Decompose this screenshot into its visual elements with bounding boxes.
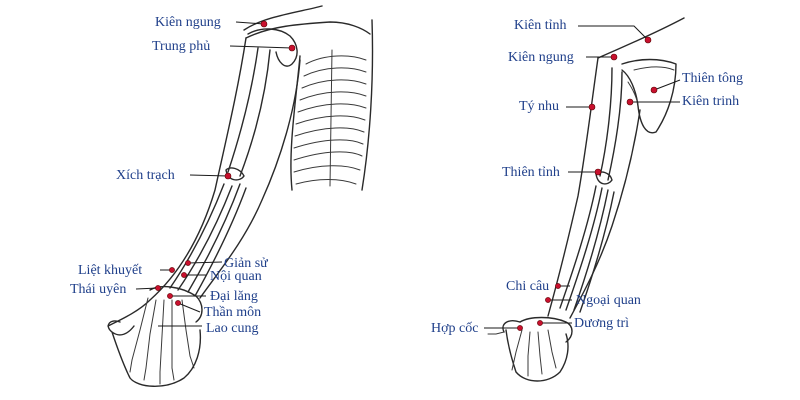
point-kien-ngung-left [260, 20, 268, 28]
point-thien-tong [650, 86, 658, 94]
left-ribcage [290, 19, 374, 191]
point-kien-ngung-right [610, 53, 618, 61]
left-shoulder-joint [247, 28, 298, 67]
label-kien-tinh: Kiên tỉnh [514, 18, 567, 33]
point-ngoai-quan [545, 297, 551, 303]
left-acupoints [155, 20, 296, 306]
label-thai-uyen: Thái uyên [70, 282, 126, 297]
left-radius [169, 183, 233, 291]
point-noi-quan [181, 272, 187, 278]
point-gian-su [185, 260, 191, 266]
left-ulna [187, 183, 247, 297]
point-liet-khuyet [169, 267, 175, 273]
point-thai-uyen [155, 285, 161, 291]
right-humerus [595, 67, 623, 185]
point-kien-trinh [626, 98, 634, 106]
leader-xich-trach [189, 174, 229, 177]
label-hop-coc: Hợp cốc [431, 321, 478, 336]
left-clavicle [243, 5, 371, 39]
label-chi-cau: Chi câu [506, 279, 549, 294]
leader-thai-uyen [135, 287, 159, 290]
label-dai-lang: Đại lăng [210, 289, 258, 304]
left-arm-figure: Kiên ngung Trung phủ Xích trạch Giản sử … [70, 5, 374, 387]
point-hop-coc [517, 325, 523, 331]
leader-trung-phu [229, 45, 293, 49]
right-ulna [573, 189, 615, 313]
point-xich-trach [224, 172, 232, 180]
leader-than-mon [177, 302, 201, 313]
right-scapula [621, 58, 677, 134]
right-shoulder-outline [597, 17, 685, 59]
label-ty-nhu: Tý nhu [519, 99, 559, 114]
label-gian-su: Giản sử [224, 256, 268, 271]
point-chi-cau [555, 283, 561, 289]
label-lao-cung: Lao cung [206, 321, 258, 336]
left-humerus [225, 47, 271, 181]
right-arm-outline [547, 57, 641, 319]
point-dai-lang [167, 293, 173, 299]
label-thien-tinh: Thiên tỉnh [502, 165, 560, 180]
point-duong-tri [537, 320, 543, 326]
leader-kien-ngung-left [235, 21, 265, 25]
label-xich-trach: Xích trạch [116, 168, 175, 183]
right-acupoints [517, 36, 658, 331]
label-kien-trinh: Kiên trinh [682, 94, 739, 109]
right-leader-lines [484, 25, 681, 329]
label-kien-ngung-right: Kiên ngung [508, 50, 574, 65]
leader-gian-su [187, 261, 223, 264]
point-than-mon [175, 300, 181, 306]
label-noi-quan: Nội quan [210, 269, 262, 284]
label-ngoai-quan: Ngoại quan [576, 293, 641, 308]
right-radius [559, 185, 603, 311]
label-liet-khuyet: Liệt khuyết [78, 263, 142, 278]
label-duong-tri: Dương trì [574, 316, 629, 331]
leader-thien-tong [653, 79, 681, 91]
right-hand [487, 316, 573, 382]
left-arm-outline [107, 37, 301, 327]
point-trung-phu [288, 44, 296, 52]
left-hand [107, 285, 203, 387]
point-thien-tinh [594, 168, 602, 176]
point-kien-tinh [644, 36, 652, 44]
label-trung-phu: Trung phủ [152, 39, 210, 54]
label-thien-tong: Thiên tông [682, 71, 743, 86]
label-than-mon: Thần môn [204, 305, 261, 320]
leader-kien-tinh [578, 25, 649, 41]
point-ty-nhu [588, 103, 596, 111]
label-kien-ngung-left: Kiên ngung [155, 15, 221, 30]
right-arm-figure: Kiên tỉnh Kiên ngung Thiên tông Kiên tri… [431, 17, 743, 382]
